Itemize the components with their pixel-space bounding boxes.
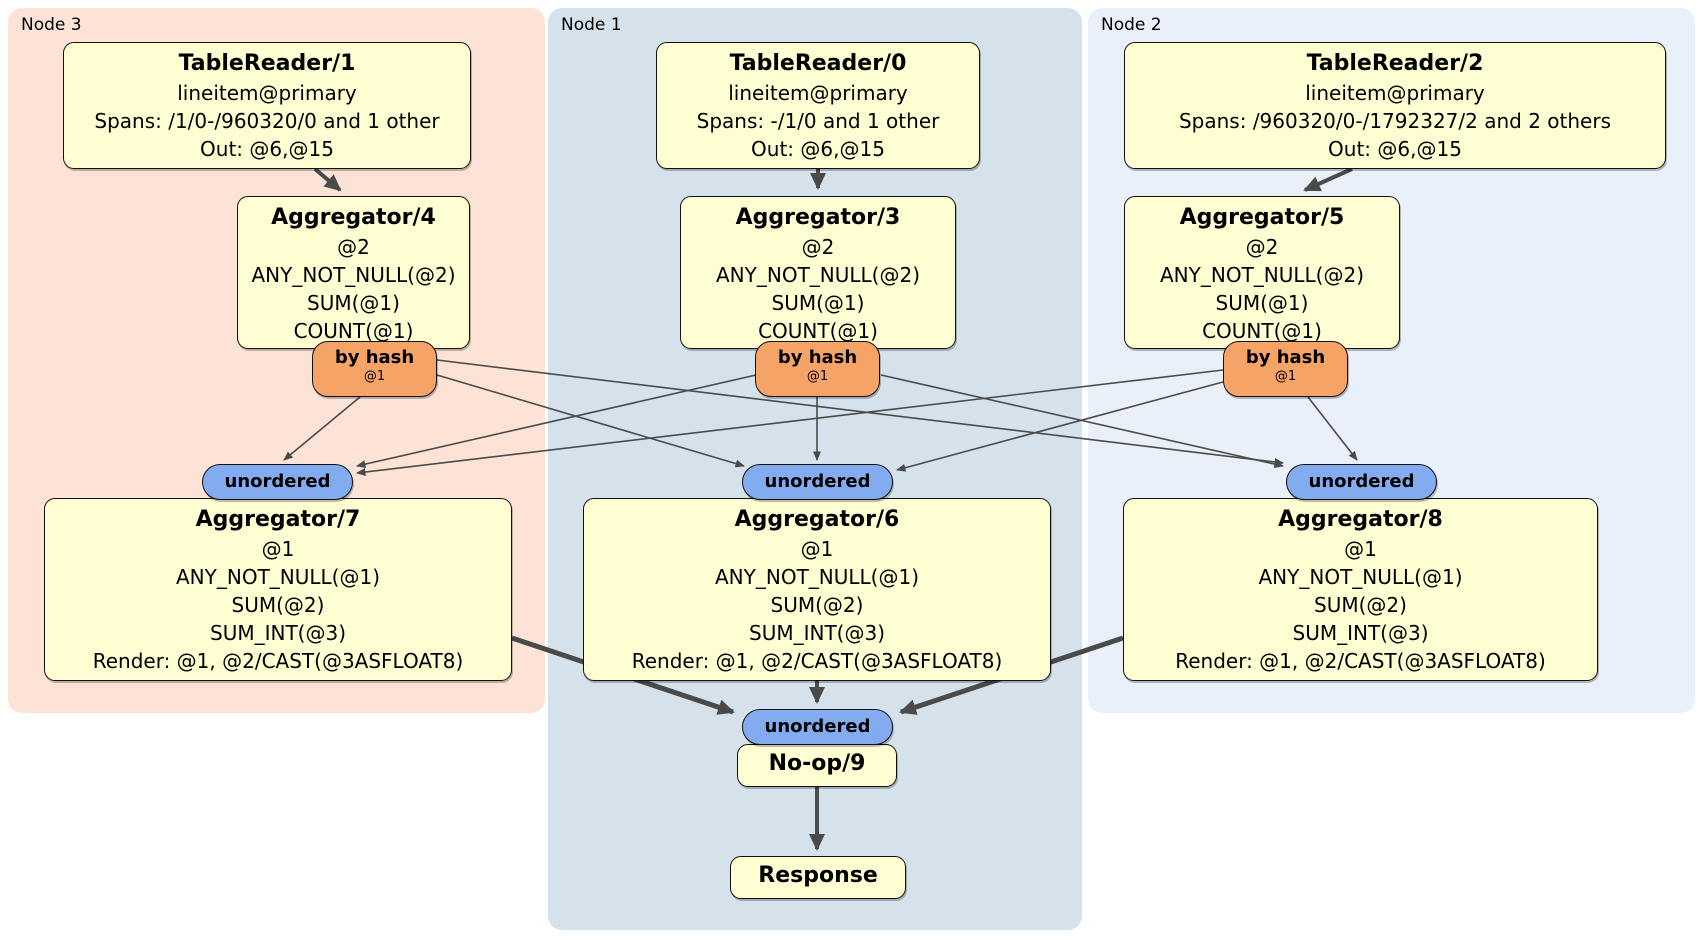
aggregator-3-fn3: COUNT(@1): [758, 319, 878, 343]
aggregator-6-fn1: ANY_NOT_NULL(@1): [715, 565, 919, 589]
router-by-hash-right-key: @1: [1274, 369, 1297, 384]
region-node3-label: Node 3: [21, 15, 82, 35]
sync-unordered-right-label: unordered: [1308, 471, 1415, 492]
table-reader-0-index: lineitem@primary: [728, 81, 908, 105]
aggregator-7-fn2: SUM(@2): [231, 593, 325, 617]
table-reader-1: TableReader/1 lineitem@primary Spans: /1…: [63, 42, 471, 169]
sync-unordered-final-label: unordered: [764, 716, 871, 737]
aggregator-7-render: Render: @1, @2/CAST(@3ASFLOAT8): [92, 649, 464, 673]
aggregator-5-groupcols: @2: [1245, 235, 1279, 259]
sync-unordered-right: unordered: [1286, 464, 1437, 500]
aggregator-5-fn2: SUM(@1): [1215, 291, 1309, 315]
table-reader-1-spans: Spans: /1/0-/960320/0 and 1 other: [94, 109, 440, 133]
router-by-hash-center-key: @1: [806, 369, 829, 384]
aggregator-7: Aggregator/7 @1 ANY_NOT_NULL(@1) SUM(@2)…: [44, 498, 512, 681]
router-by-hash-right: by hash @1: [1223, 341, 1348, 397]
aggregator-3-fn2: SUM(@1): [771, 291, 865, 315]
aggregator-7-fn3: SUM_INT(@3): [210, 621, 346, 645]
aggregator-8-fn2: SUM(@2): [1314, 593, 1407, 617]
aggregator-7-fn1: ANY_NOT_NULL(@1): [176, 565, 380, 589]
router-by-hash-right-label: by hash: [1245, 347, 1326, 368]
table-reader-2-spans: Spans: /960320/0-/1792327/2 and 2 others: [1178, 109, 1611, 133]
table-reader-0: TableReader/0 lineitem@primary Spans: -/…: [656, 42, 980, 169]
table-reader-0-spans: Spans: -/1/0 and 1 other: [696, 109, 940, 133]
aggregator-8-groupcols: @1: [1344, 537, 1377, 561]
aggregator-8-render: Render: @1, @2/CAST(@3ASFLOAT8): [1175, 649, 1546, 673]
aggregator-3-fn1: ANY_NOT_NULL(@2): [716, 263, 920, 287]
sync-unordered-final: unordered: [742, 709, 893, 745]
table-reader-2-title: TableReader/2: [1306, 51, 1484, 76]
aggregator-5-title: Aggregator/5: [1179, 205, 1345, 230]
aggregator-8-title: Aggregator/8: [1278, 507, 1443, 532]
aggregator-8-fn3: SUM_INT(@3): [1292, 621, 1429, 645]
table-reader-0-out: Out: @6,@15: [751, 137, 885, 161]
aggregator-3-title: Aggregator/3: [735, 205, 901, 230]
aggregator-4-fn3: COUNT(@1): [293, 319, 414, 343]
region-node2-label: Node 2: [1101, 15, 1162, 35]
router-by-hash-center: by hash @1: [755, 341, 880, 397]
aggregator-6-title: Aggregator/6: [734, 507, 900, 532]
aggregator-4-fn1: ANY_NOT_NULL(@2): [251, 263, 456, 287]
aggregator-3: Aggregator/3 @2 ANY_NOT_NULL(@2) SUM(@1)…: [680, 196, 956, 349]
aggregator-6-groupcols: @1: [800, 537, 834, 561]
aggregator-7-groupcols: @1: [261, 537, 295, 561]
aggregator-8: Aggregator/8 @1 ANY_NOT_NULL(@1) SUM(@2)…: [1123, 498, 1598, 681]
table-reader-1-out: Out: @6,@15: [200, 137, 334, 161]
aggregator-6: Aggregator/6 @1 ANY_NOT_NULL(@1) SUM(@2)…: [583, 498, 1051, 681]
sync-unordered-left-label: unordered: [224, 471, 331, 492]
aggregator-4-fn2: SUM(@1): [307, 291, 400, 315]
router-by-hash-left: by hash @1: [312, 341, 437, 397]
router-by-hash-left-key: @1: [363, 369, 386, 384]
noop-9-title: No-op/9: [768, 751, 866, 776]
sync-unordered-left: unordered: [202, 464, 353, 500]
sync-unordered-center: unordered: [742, 464, 893, 500]
table-reader-0-title: TableReader/0: [729, 51, 907, 76]
router-by-hash-left-label: by hash: [334, 347, 415, 368]
aggregator-6-fn2: SUM(@2): [770, 593, 864, 617]
aggregator-4-groupcols: @2: [337, 235, 370, 259]
noop-9: No-op/9: [737, 744, 897, 787]
table-reader-2: TableReader/2 lineitem@primary Spans: /9…: [1124, 42, 1666, 169]
aggregator-8-fn1: ANY_NOT_NULL(@1): [1258, 565, 1463, 589]
table-reader-2-out: Out: @6,@15: [1328, 137, 1462, 161]
table-reader-1-index: lineitem@primary: [177, 81, 357, 105]
aggregator-5-fn3: COUNT(@1): [1202, 319, 1322, 343]
aggregator-6-fn3: SUM_INT(@3): [749, 621, 885, 645]
aggregator-4: Aggregator/4 @2 ANY_NOT_NULL(@2) SUM(@1)…: [237, 196, 470, 349]
response-title: Response: [758, 863, 878, 888]
router-by-hash-center-label: by hash: [777, 347, 858, 368]
aggregator-5-fn1: ANY_NOT_NULL(@2): [1160, 263, 1364, 287]
table-reader-2-index: lineitem@primary: [1305, 81, 1485, 105]
response: Response: [730, 856, 906, 899]
aggregator-5: Aggregator/5 @2 ANY_NOT_NULL(@2) SUM(@1)…: [1124, 196, 1400, 349]
sync-unordered-center-label: unordered: [764, 471, 871, 492]
aggregator-6-render: Render: @1, @2/CAST(@3ASFLOAT8): [631, 649, 1003, 673]
aggregator-4-title: Aggregator/4: [271, 205, 436, 230]
region-node1-label: Node 1: [561, 15, 622, 35]
table-reader-1-title: TableReader/1: [178, 51, 356, 76]
aggregator-3-groupcols: @2: [801, 235, 835, 259]
aggregator-7-title: Aggregator/7: [195, 507, 361, 532]
